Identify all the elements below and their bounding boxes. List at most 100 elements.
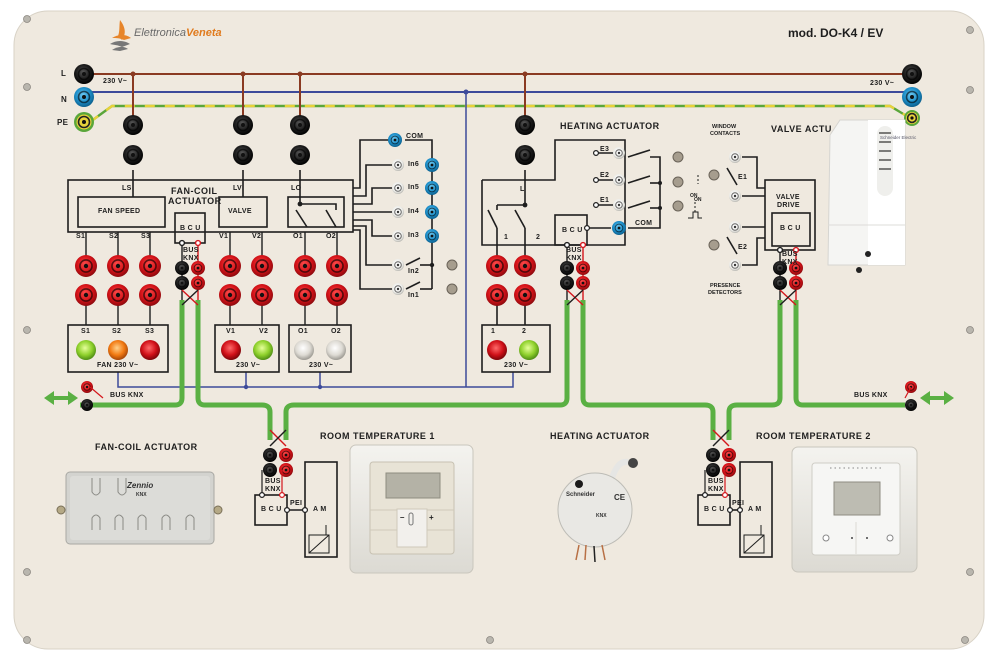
bcu-block: B C U [180, 225, 201, 232]
bin-in-3[interactable] [392, 230, 404, 242]
socket-out-top-5[interactable] [294, 255, 316, 277]
heating-com[interactable] [612, 221, 626, 235]
am-rt1: A M [313, 506, 327, 513]
room-temp-2-schematic [697, 461, 773, 558]
socket-input-4[interactable] [290, 115, 310, 135]
valve-input-0[interactable] [729, 151, 741, 163]
bin-com[interactable] [388, 133, 402, 147]
socket-heat-bottom-0[interactable] [486, 284, 508, 306]
socket-input-0[interactable] [123, 115, 143, 135]
brand-logo-icon [110, 20, 131, 51]
socket-L-right[interactable] [902, 64, 922, 84]
socket-out-bottom-4[interactable] [251, 284, 273, 306]
socket-out-top-1[interactable] [107, 255, 129, 277]
bus-socket-red-top-0[interactable] [191, 261, 205, 275]
socket-input-1[interactable] [123, 145, 143, 165]
valve-input-2[interactable] [729, 221, 741, 233]
bin-in-4[interactable] [392, 206, 404, 218]
socket-N-right[interactable] [902, 87, 922, 107]
socket-heat-top-1[interactable] [514, 255, 536, 277]
bus-socket-red-bot-1[interactable] [576, 276, 590, 290]
socket-out-top-2[interactable] [139, 255, 161, 277]
brand-name: ElettronicaVeneta [134, 27, 222, 39]
pulse-legend-icon [688, 202, 702, 219]
socket-out-bottom-3[interactable] [219, 284, 241, 306]
room-thermostat-2[interactable] [791, 446, 918, 573]
socket-input-2[interactable] [233, 115, 253, 135]
socket-input-6[interactable] [515, 115, 535, 135]
bus-edge-left-red[interactable] [81, 381, 93, 393]
schneider-heating-actuator-device [557, 458, 638, 563]
socket-out-top-3[interactable] [219, 255, 241, 277]
socket-PE-left[interactable] [74, 112, 94, 132]
valve-input-1[interactable] [729, 190, 741, 202]
rt-bus-black-bot-1[interactable] [706, 463, 720, 477]
button-right[interactable] [886, 534, 894, 542]
socket-out-bottom-5[interactable] [294, 284, 316, 306]
socket-input-3[interactable] [233, 145, 253, 165]
bus-socket-black-bot-2[interactable] [773, 276, 787, 290]
bin-in-2[interactable] [392, 259, 404, 271]
label-in2: In2 [408, 268, 420, 275]
label-N: N [61, 95, 68, 104]
rt-bus-red-bot-1[interactable] [722, 463, 736, 477]
bin-in-com-3[interactable] [425, 229, 439, 243]
bus-socket-black-top-0[interactable] [175, 261, 189, 275]
socket-out-bottom-2[interactable] [139, 284, 161, 306]
heating-input-E1[interactable] [613, 199, 625, 211]
bin-in-1[interactable] [392, 283, 404, 295]
heating-device-title: HEATING ACTUATOR [550, 431, 650, 441]
socket-out-bottom-0[interactable] [75, 284, 97, 306]
socket-input-5[interactable] [290, 145, 310, 165]
socket-out-bottom-6[interactable] [326, 284, 348, 306]
bus-socket-black-top-2[interactable] [773, 261, 787, 275]
rt-bus-black-top-0[interactable] [263, 448, 277, 462]
lamp-fan-S2 [108, 340, 128, 360]
thermostat-minus[interactable]: – [400, 513, 405, 522]
socket-N-left[interactable] [74, 87, 94, 107]
socket-input-7[interactable] [515, 145, 535, 165]
bus-rt2: BUS [708, 478, 724, 485]
heating-title: HEATING ACTUATOR [560, 121, 660, 131]
bus-socket-black-bot-0[interactable] [175, 276, 189, 290]
bus-edge-left-black[interactable] [81, 399, 93, 411]
bus-socket-red-bot-2[interactable] [789, 276, 803, 290]
bus-socket-black-top-1[interactable] [560, 261, 574, 275]
socket-L-left[interactable] [74, 64, 94, 84]
thermostat-plus[interactable]: + [429, 513, 434, 522]
rt-bus-red-top-1[interactable] [722, 448, 736, 462]
bus-arrow-right-icon [920, 391, 954, 405]
lamp-heating-2 [519, 340, 539, 360]
label-in3: In3 [408, 232, 420, 239]
heating-input-E3[interactable] [613, 147, 625, 159]
socket-heat-bottom-1[interactable] [514, 284, 536, 306]
bus-edge-right-black[interactable] [905, 399, 917, 411]
rt-bus-red-top-0[interactable] [279, 448, 293, 462]
bin-in-com-1[interactable] [425, 181, 439, 195]
valve-device-brand: Schneider Electric [880, 135, 917, 140]
rt-bus-black-bot-0[interactable] [263, 463, 277, 477]
socket-out-top-4[interactable] [251, 255, 273, 277]
bin-in-6[interactable] [392, 159, 404, 171]
bin-in-5[interactable] [392, 182, 404, 194]
bus-crossovers [181, 289, 797, 447]
bus-socket-red-top-1[interactable] [576, 261, 590, 275]
socket-out-bottom-1[interactable] [107, 284, 129, 306]
rt-bus-red-bot-0[interactable] [279, 463, 293, 477]
socket-PE-right[interactable] [904, 110, 920, 126]
room-thermostat-1[interactable] [349, 444, 474, 574]
indicator-lamps [76, 340, 539, 360]
rt-bus-black-top-1[interactable] [706, 448, 720, 462]
heating-input-E2[interactable] [613, 174, 625, 186]
socket-heat-top-0[interactable] [486, 255, 508, 277]
bus-socket-red-bot-0[interactable] [191, 276, 205, 290]
bus-socket-red-top-2[interactable] [789, 261, 803, 275]
socket-out-top-0[interactable] [75, 255, 97, 277]
bus-socket-black-bot-1[interactable] [560, 276, 574, 290]
bin-in-com-0[interactable] [425, 158, 439, 172]
button-left[interactable] [822, 534, 830, 542]
socket-out-top-6[interactable] [326, 255, 348, 277]
valve-input-3[interactable] [729, 259, 741, 271]
bin-in-com-2[interactable] [425, 205, 439, 219]
toggle-switches[interactable] [446, 151, 720, 295]
